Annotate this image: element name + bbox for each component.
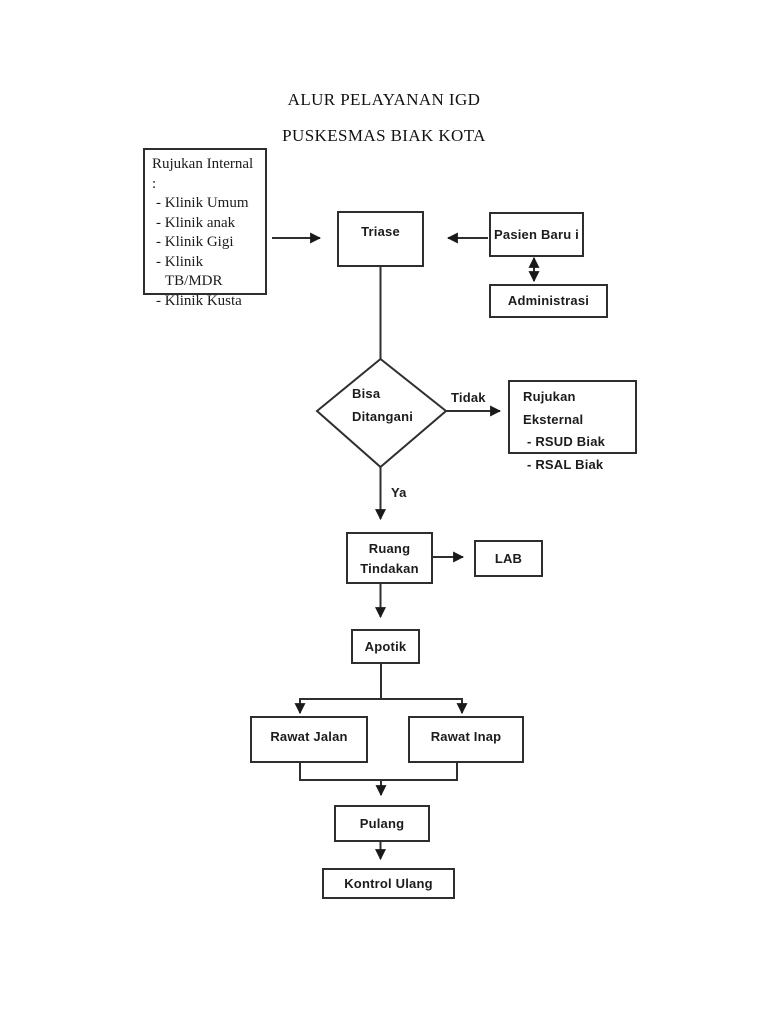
line-apotik-branch [300,664,462,700]
node-kontrol-ulang: Kontrol Ulang [322,868,455,899]
rujukan-internal-title: Rujukan Internal : [152,156,254,192]
rawat-inap-label: Rawat Inap [430,729,502,744]
kontrol-ulang-label: Kontrol Ulang [344,875,433,891]
rujukan-eksternal-item: - RSUD Biak [527,434,606,449]
node-rawat-inap: Rawat Inap [408,716,524,763]
edge-label-ya: Ya [391,485,407,500]
lab-label: LAB [494,550,523,566]
node-rawat-jalan: Rawat Jalan [250,716,368,763]
node-rujukan-internal: Rujukan Internal : - Klinik Umum - Klini… [143,148,267,309]
page-title: ALUR PELAYANAN IGD [287,90,481,109]
triase-label: Triase [361,224,400,239]
ruang-tindakan-label: Ruang Tindakan [360,541,419,576]
node-rujukan-eksternal: Rujukan Eksternal - RSUD Biak - RSAL Bia… [508,380,637,472]
node-triase: Triase [337,211,424,267]
node-pasien-baru: Pasien Baru i [489,212,584,257]
rujukan-eksternal-title: Rujukan Eksternal [523,389,584,427]
edge-label-tidak: Tidak [451,390,486,405]
node-apotik: Apotik [351,629,420,664]
apotik-label: Apotik [364,638,407,654]
rujukan-internal-item: - Klinik anak [156,214,236,231]
rawat-jalan-label: Rawat Jalan [270,729,348,744]
rujukan-internal-item: - Klinik Umum [156,195,249,211]
pulang-label: Pulang [359,815,405,831]
line-rawat-merge [299,763,458,781]
rujukan-internal-item: - Klinik Kusta [156,292,242,309]
page-subtitle: PUSKESMAS BIAK KOTA [282,126,486,145]
node-ruang-tindakan: Ruang Tindakan [346,532,433,584]
rujukan-eksternal-item: - RSAL Biak [527,456,604,472]
decision-label-bisa-ditangani: Bisa Ditangani [352,386,414,424]
rujukan-internal-item: - Klinik TB/MDR [156,253,223,290]
pasien-baru-label: Pasien Baru i [494,226,579,242]
node-administrasi: Administrasi [489,284,608,318]
node-pulang: Pulang [334,805,430,842]
rujukan-internal-item: - Klinik Gigi [156,234,234,250]
node-lab: LAB [474,540,543,577]
administrasi-label: Administrasi [507,293,590,308]
